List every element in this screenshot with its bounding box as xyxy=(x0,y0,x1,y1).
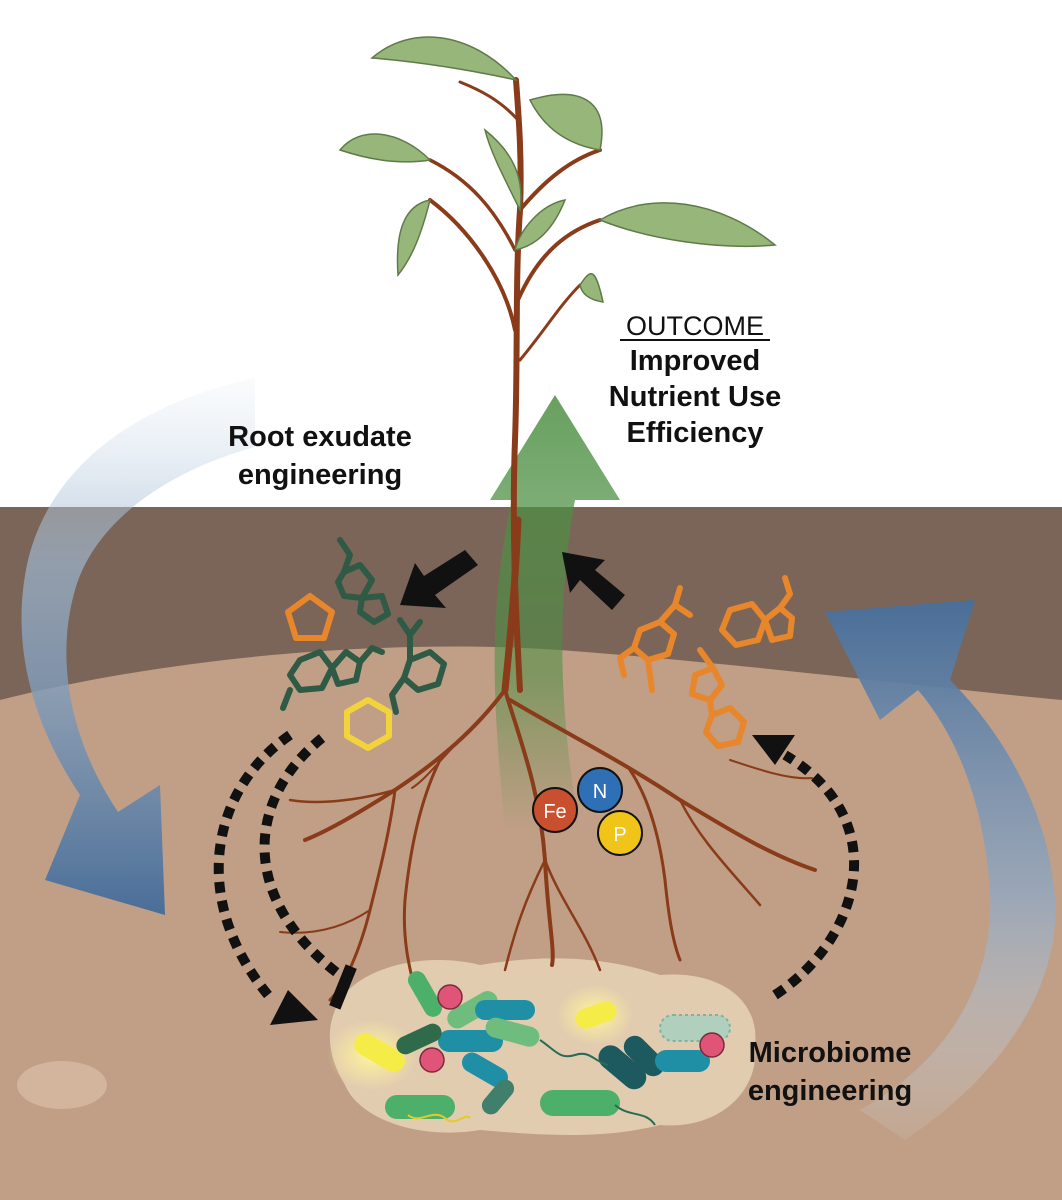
nutrient-fe-label: Fe xyxy=(543,801,566,823)
root-system xyxy=(279,516,817,1002)
molecule-dark-2 xyxy=(280,645,385,711)
arrow-toward-exudates xyxy=(400,550,478,608)
molecule-orange-pentagon xyxy=(285,593,335,641)
bacteria xyxy=(475,1000,535,1020)
label-microbiome-1: Microbiome xyxy=(749,1037,912,1069)
label-outcome-3: Efficiency xyxy=(627,417,764,449)
bacteria xyxy=(438,1030,503,1052)
bacteria-flagellum xyxy=(407,1113,471,1123)
microbe-cluster xyxy=(327,971,731,1126)
bacteria-coccus xyxy=(419,1047,445,1073)
bacteria xyxy=(408,971,442,1017)
soil-pebble xyxy=(17,1061,107,1109)
molecule-yellow-hexagon xyxy=(344,697,392,751)
bacteria xyxy=(575,1001,617,1029)
nutrient-p-label: P xyxy=(613,824,626,846)
nutrient-p-ball xyxy=(597,810,643,856)
outcome-arrow xyxy=(490,395,620,830)
label-outcome-heading: OUTCOME xyxy=(626,311,764,341)
bacteria xyxy=(481,1079,515,1115)
cycle-arrow-right xyxy=(825,600,1056,1140)
label-root-exudate-1: Root exudate xyxy=(228,421,412,453)
dashed-arrowheads xyxy=(270,735,795,1025)
bacteria xyxy=(655,1050,710,1072)
bacteria xyxy=(598,1045,647,1090)
dashed-arrows xyxy=(213,730,859,1000)
subsoil-layer xyxy=(0,646,1062,1200)
bacteria xyxy=(540,1090,620,1116)
bacteria-coccus xyxy=(437,984,463,1010)
bacteria xyxy=(354,1033,405,1072)
bacteria-coccus xyxy=(699,1032,725,1058)
molecule-orange-3 xyxy=(689,647,747,749)
black-arrows xyxy=(400,550,625,610)
molecule-dark-3 xyxy=(389,617,447,715)
bacteria xyxy=(623,1035,665,1077)
plant-stem xyxy=(428,77,602,693)
bacteria xyxy=(485,1017,540,1047)
arrow-toward-stem xyxy=(562,552,625,610)
dashed-arrow-outer-left xyxy=(213,730,293,999)
label-microbiome-2: engineering xyxy=(748,1075,912,1107)
nutrient-balls: Fe N P xyxy=(532,767,643,856)
bacteria xyxy=(462,1052,508,1088)
nutrient-n-ball xyxy=(577,767,623,813)
dashed-arrow-inner-left xyxy=(259,734,344,979)
dashed-arrow-right xyxy=(772,750,859,1000)
exudate-molecules xyxy=(280,537,795,751)
nutrient-n-label: N xyxy=(593,781,607,803)
bacteria-flagellum xyxy=(539,1039,609,1066)
label-outcome-2: Nutrient Use xyxy=(609,381,781,413)
label-root-exudate-2: engineering xyxy=(238,459,402,491)
nutrient-fe-ball xyxy=(532,787,578,833)
label-outcome-1: Improved xyxy=(630,345,761,377)
bacteria xyxy=(385,1095,455,1119)
cycle-arrow-left xyxy=(21,378,255,915)
molecule-orange-2 xyxy=(719,575,795,648)
molecule-orange-1 xyxy=(617,585,693,693)
bacteria-flagellum xyxy=(614,1104,656,1126)
plant-leaves xyxy=(338,36,777,303)
bacteria xyxy=(396,1023,442,1055)
molecule-dark-1 xyxy=(335,537,391,625)
